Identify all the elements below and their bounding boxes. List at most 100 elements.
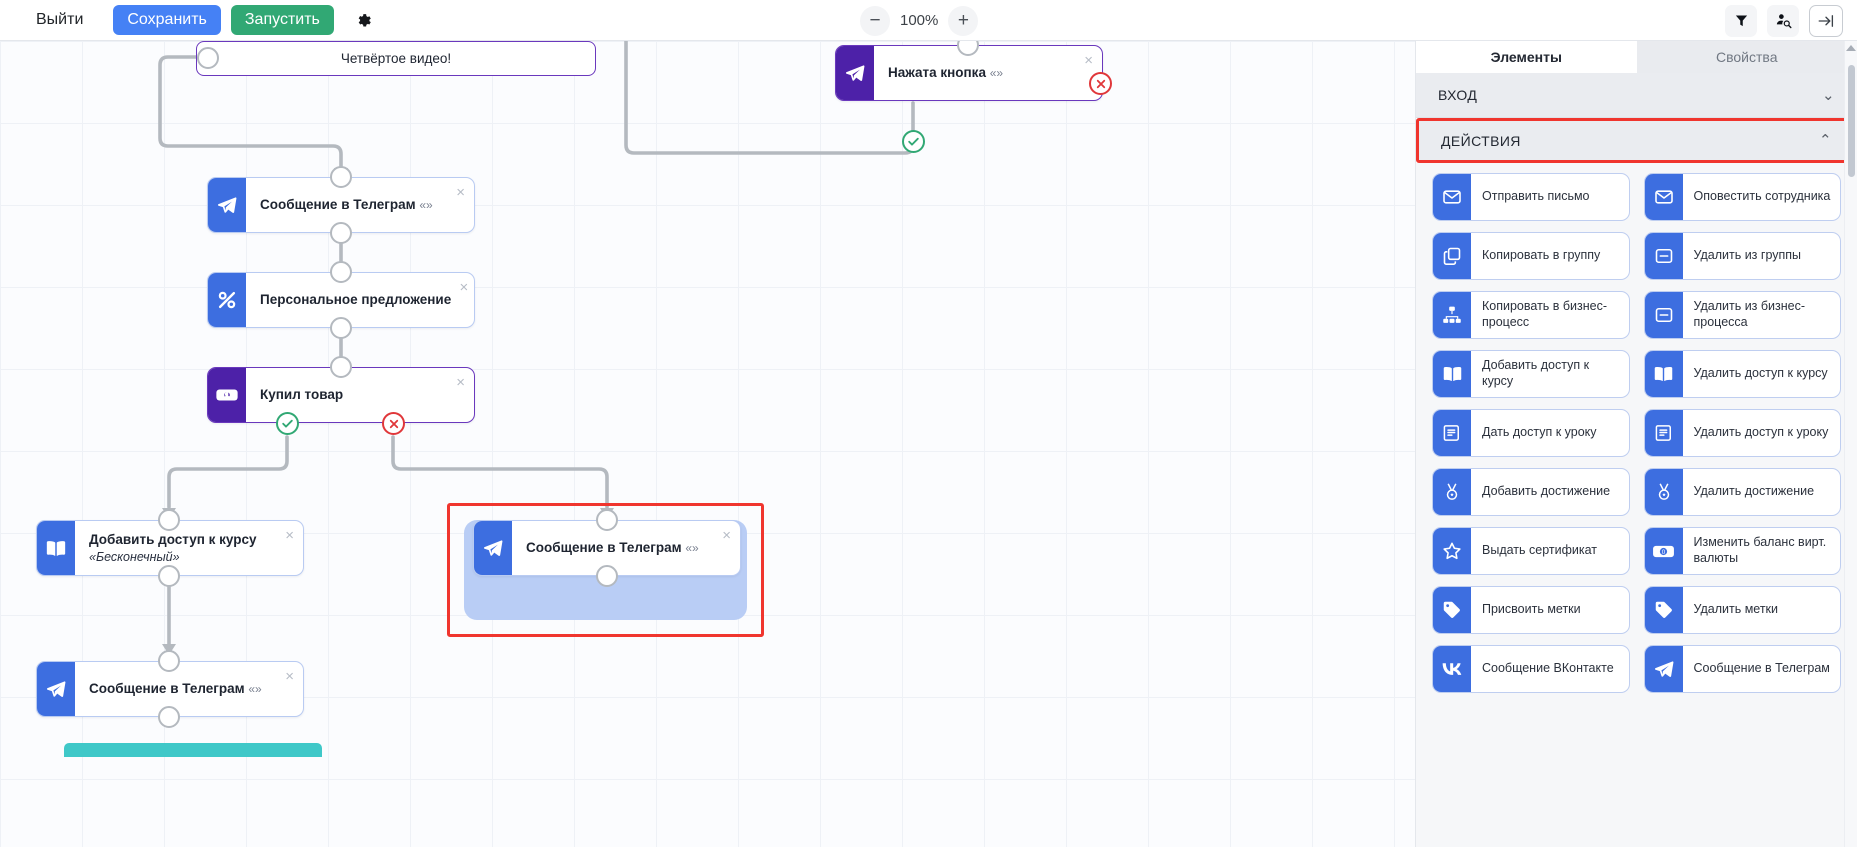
action-button[interactable]: Сообщение в Телеграм xyxy=(1643,645,1841,693)
chevron-up-icon: ⌃ xyxy=(1819,132,1832,149)
action-button[interactable]: Удалить из группы xyxy=(1643,232,1841,280)
action-button[interactable]: Добавить доступ к курсу xyxy=(1432,350,1630,398)
node-title: Нажата кнопка «» xyxy=(888,65,1004,81)
zoom-in-button[interactable]: + xyxy=(948,5,979,36)
action-button[interactable]: 0 Изменить баланс вирт. валюты xyxy=(1643,527,1841,575)
node-close-icon[interactable]: × xyxy=(285,668,294,685)
save-button[interactable]: Сохранить xyxy=(113,5,221,35)
action-button[interactable]: Удалить из бизнес-процесса xyxy=(1643,291,1841,339)
scrollbar-thumb[interactable] xyxy=(1848,65,1855,177)
action-button[interactable]: Сообщение ВКонтакте xyxy=(1432,645,1630,693)
collapse-panel-icon[interactable] xyxy=(1809,4,1843,37)
node-close-icon[interactable]: × xyxy=(456,374,465,391)
port[interactable] xyxy=(330,222,352,244)
text-node-label: Четвёртое видео! xyxy=(340,51,452,66)
tab-properties[interactable]: Свойства xyxy=(1636,41,1857,73)
node-success-badge[interactable] xyxy=(276,412,299,435)
connection-wires xyxy=(158,41,970,655)
medal-icon xyxy=(1433,469,1471,515)
envelope-icon xyxy=(1644,174,1683,220)
tab-elements[interactable]: Элементы xyxy=(1416,41,1637,73)
section-header-actions[interactable]: ДЕЙСТВИЯ ⌃ xyxy=(1416,118,1857,163)
lesson-icon xyxy=(1433,410,1471,456)
toolbar-right-group xyxy=(1725,0,1843,41)
node-body: Купил товар × xyxy=(246,368,474,422)
action-label: Добавить доступ к курсу xyxy=(1482,358,1590,388)
scroll-up-arrow-icon[interactable] xyxy=(1846,45,1856,51)
book-icon xyxy=(1644,351,1683,397)
zoom-out-button[interactable]: − xyxy=(860,5,890,36)
port[interactable] xyxy=(158,650,180,672)
port[interactable] xyxy=(330,317,352,339)
banknote-icon: 0 xyxy=(1644,528,1683,574)
node-telegram-1[interactable]: Сообщение в Телеграм «» × xyxy=(207,177,475,233)
actions-grid: Отправить письмо Оповестить сотрудника К… xyxy=(1432,173,1841,693)
tag-icon xyxy=(1433,587,1471,633)
node-success-badge[interactable] xyxy=(902,130,925,153)
action-label: Удалить из бизнес-процесса xyxy=(1693,299,1806,329)
node-close-icon[interactable]: × xyxy=(1084,52,1093,69)
action-button[interactable]: Копировать в бизнес-процесс xyxy=(1432,291,1630,339)
port[interactable] xyxy=(158,509,180,531)
telegram-icon xyxy=(474,521,512,575)
port[interactable] xyxy=(596,565,618,587)
text-node-fourth-video[interactable]: Четвёртое видео! xyxy=(196,41,596,76)
action-label: Удалить доступ к курсу xyxy=(1693,366,1828,381)
action-label: Удалить достижение xyxy=(1693,484,1815,499)
zoom-level-label: 100% xyxy=(900,12,939,29)
node-close-icon[interactable]: × xyxy=(459,279,469,296)
node-title: Добавить доступ к курсу xyxy=(89,532,257,548)
action-button[interactable]: Присвоить метки xyxy=(1432,586,1630,634)
action-button[interactable]: Дать доступ к уроку xyxy=(1432,409,1630,457)
svg-text:1: 1 xyxy=(225,393,229,400)
port[interactable] xyxy=(330,166,352,188)
port[interactable] xyxy=(596,509,618,531)
node-close-icon[interactable]: × xyxy=(722,527,731,544)
flow-canvas[interactable]: Четвёртое видео! Нажата кнопка «» × Сооб… xyxy=(0,41,1415,847)
section-label: ВХОД xyxy=(1438,87,1478,103)
action-label: Изменить баланс вирт. валюты xyxy=(1693,535,1827,565)
node-fail-badge[interactable] xyxy=(1089,72,1112,95)
action-button[interactable]: Удалить доступ к уроку xyxy=(1643,409,1841,457)
node-bought-product[interactable]: 1 Купил товар × xyxy=(207,367,475,423)
elements-panel: Элементы Свойства ВХОД ⌄ ДЕЙСТВИЯ ⌃ Отпр… xyxy=(1415,41,1857,847)
node-close-icon[interactable]: × xyxy=(285,527,294,544)
action-button[interactable]: Добавить достижение xyxy=(1432,468,1630,516)
section-header-entry[interactable]: ВХОД ⌄ xyxy=(1416,73,1857,118)
node-title: Купил товар xyxy=(260,387,344,403)
telegram-icon xyxy=(37,662,75,716)
action-button[interactable]: Отправить письмо xyxy=(1432,173,1630,221)
action-label: Копировать в бизнес-процесс xyxy=(1482,299,1608,329)
action-button[interactable]: Удалить доступ к курсу xyxy=(1643,350,1841,398)
port[interactable] xyxy=(330,261,352,283)
canvas-scrollbar[interactable] xyxy=(1844,41,1857,847)
port[interactable] xyxy=(330,356,352,378)
port[interactable] xyxy=(158,706,180,728)
filter-icon[interactable] xyxy=(1725,4,1757,37)
action-button[interactable]: Копировать в группу xyxy=(1432,232,1630,280)
node-title: Сообщение в Телеграм «» xyxy=(526,540,699,556)
node-title: Персональное предложение xyxy=(260,292,452,308)
action-button[interactable]: Выдать сертификат xyxy=(1432,527,1630,575)
user-search-icon[interactable] xyxy=(1767,4,1799,37)
action-label: Добавить достижение xyxy=(1482,484,1611,499)
node-fail-badge[interactable] xyxy=(382,412,405,435)
gear-icon[interactable] xyxy=(348,4,380,36)
action-label: Оповестить сотрудника xyxy=(1693,189,1831,204)
node-close-icon[interactable]: × xyxy=(456,184,465,201)
actions-scroll-area[interactable]: Отправить письмо Оповестить сотрудника К… xyxy=(1416,163,1857,847)
action-button[interactable]: Удалить достижение xyxy=(1643,468,1841,516)
partial-node-teal[interactable] xyxy=(64,743,322,757)
port[interactable] xyxy=(158,565,180,587)
action-button[interactable]: Удалить метки xyxy=(1643,586,1841,634)
section-label: ДЕЙСТВИЯ xyxy=(1441,132,1521,149)
port[interactable] xyxy=(197,47,219,69)
minus-box-icon xyxy=(1644,292,1683,338)
action-button[interactable]: Оповестить сотрудника xyxy=(1643,173,1841,221)
exit-button[interactable]: Выйти xyxy=(22,5,97,35)
action-label: Отправить письмо xyxy=(1482,189,1590,204)
percent-icon xyxy=(208,273,246,327)
run-button[interactable]: Запустить xyxy=(230,5,334,35)
lesson-icon xyxy=(1644,410,1683,456)
port[interactable] xyxy=(957,41,979,56)
